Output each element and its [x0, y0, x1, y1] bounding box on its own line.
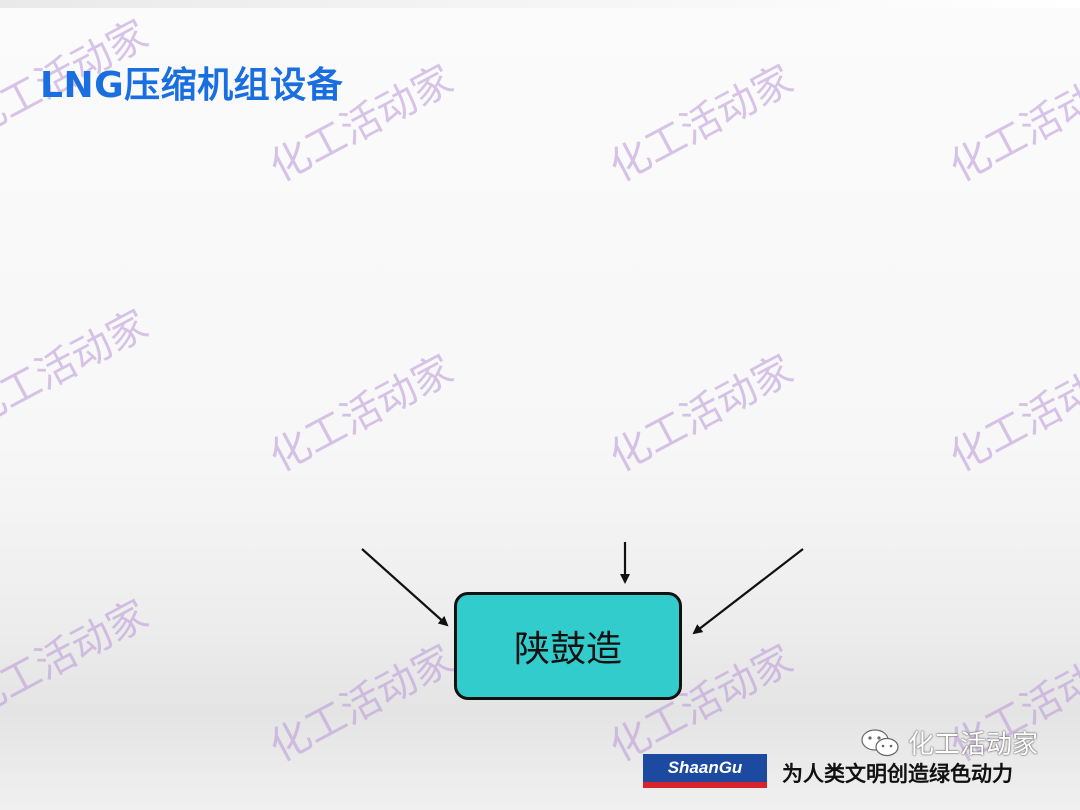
wechat-icon — [861, 728, 899, 756]
logo-text: ShaanGu — [667, 758, 743, 777]
top-strip — [0, 0, 1080, 8]
footer-slogan: 为人类文明创造绿色动力 — [782, 762, 1013, 786]
arrow-right — [692, 548, 804, 635]
wechat-watermark: 化工活动家 — [860, 724, 1038, 761]
center-box: 陕鼓造 — [454, 592, 682, 700]
arrow-left — [361, 548, 449, 627]
shaangu-logo: ShaanGu — [643, 754, 767, 788]
slide-title: LNG压缩机组设备 — [40, 65, 344, 106]
wechat-label: 化工活动家 — [908, 730, 1039, 760]
center-box-label: 陕鼓造 — [513, 629, 622, 670]
